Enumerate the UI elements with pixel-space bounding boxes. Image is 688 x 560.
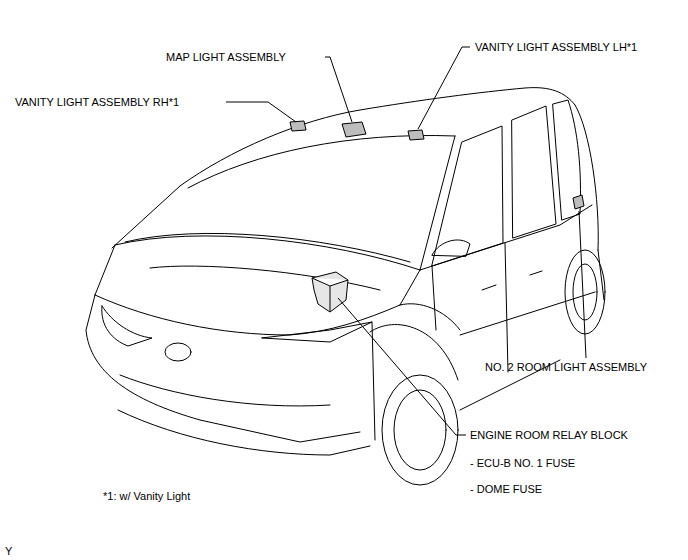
part-label: VANITY LIGHT ASSEMBLY RH*1 — [15, 96, 179, 109]
part-label: MAP LIGHT ASSEMBLY — [166, 51, 286, 64]
vanity-light-lh-part — [408, 130, 424, 140]
note-label: *1: w/ Vanity Light — [103, 490, 190, 503]
leader-lines — [226, 47, 586, 435]
figure-code: Y — [5, 545, 12, 558]
room-light-part — [573, 195, 584, 209]
map-light-part — [342, 122, 366, 137]
part-label: ENGINE ROOM RELAY BLOCK — [470, 429, 628, 442]
part-label: NO. 2 ROOM LIGHT ASSEMBLY — [485, 361, 647, 374]
vanity-light-rh-part — [290, 121, 306, 131]
relay-block-part — [312, 272, 348, 312]
fuse-label: - ECU-B NO. 1 FUSE — [470, 457, 575, 470]
part-label: VANITY LIGHT ASSEMBLY LH*1 — [475, 41, 637, 54]
fuse-label: - DOME FUSE — [470, 483, 542, 496]
